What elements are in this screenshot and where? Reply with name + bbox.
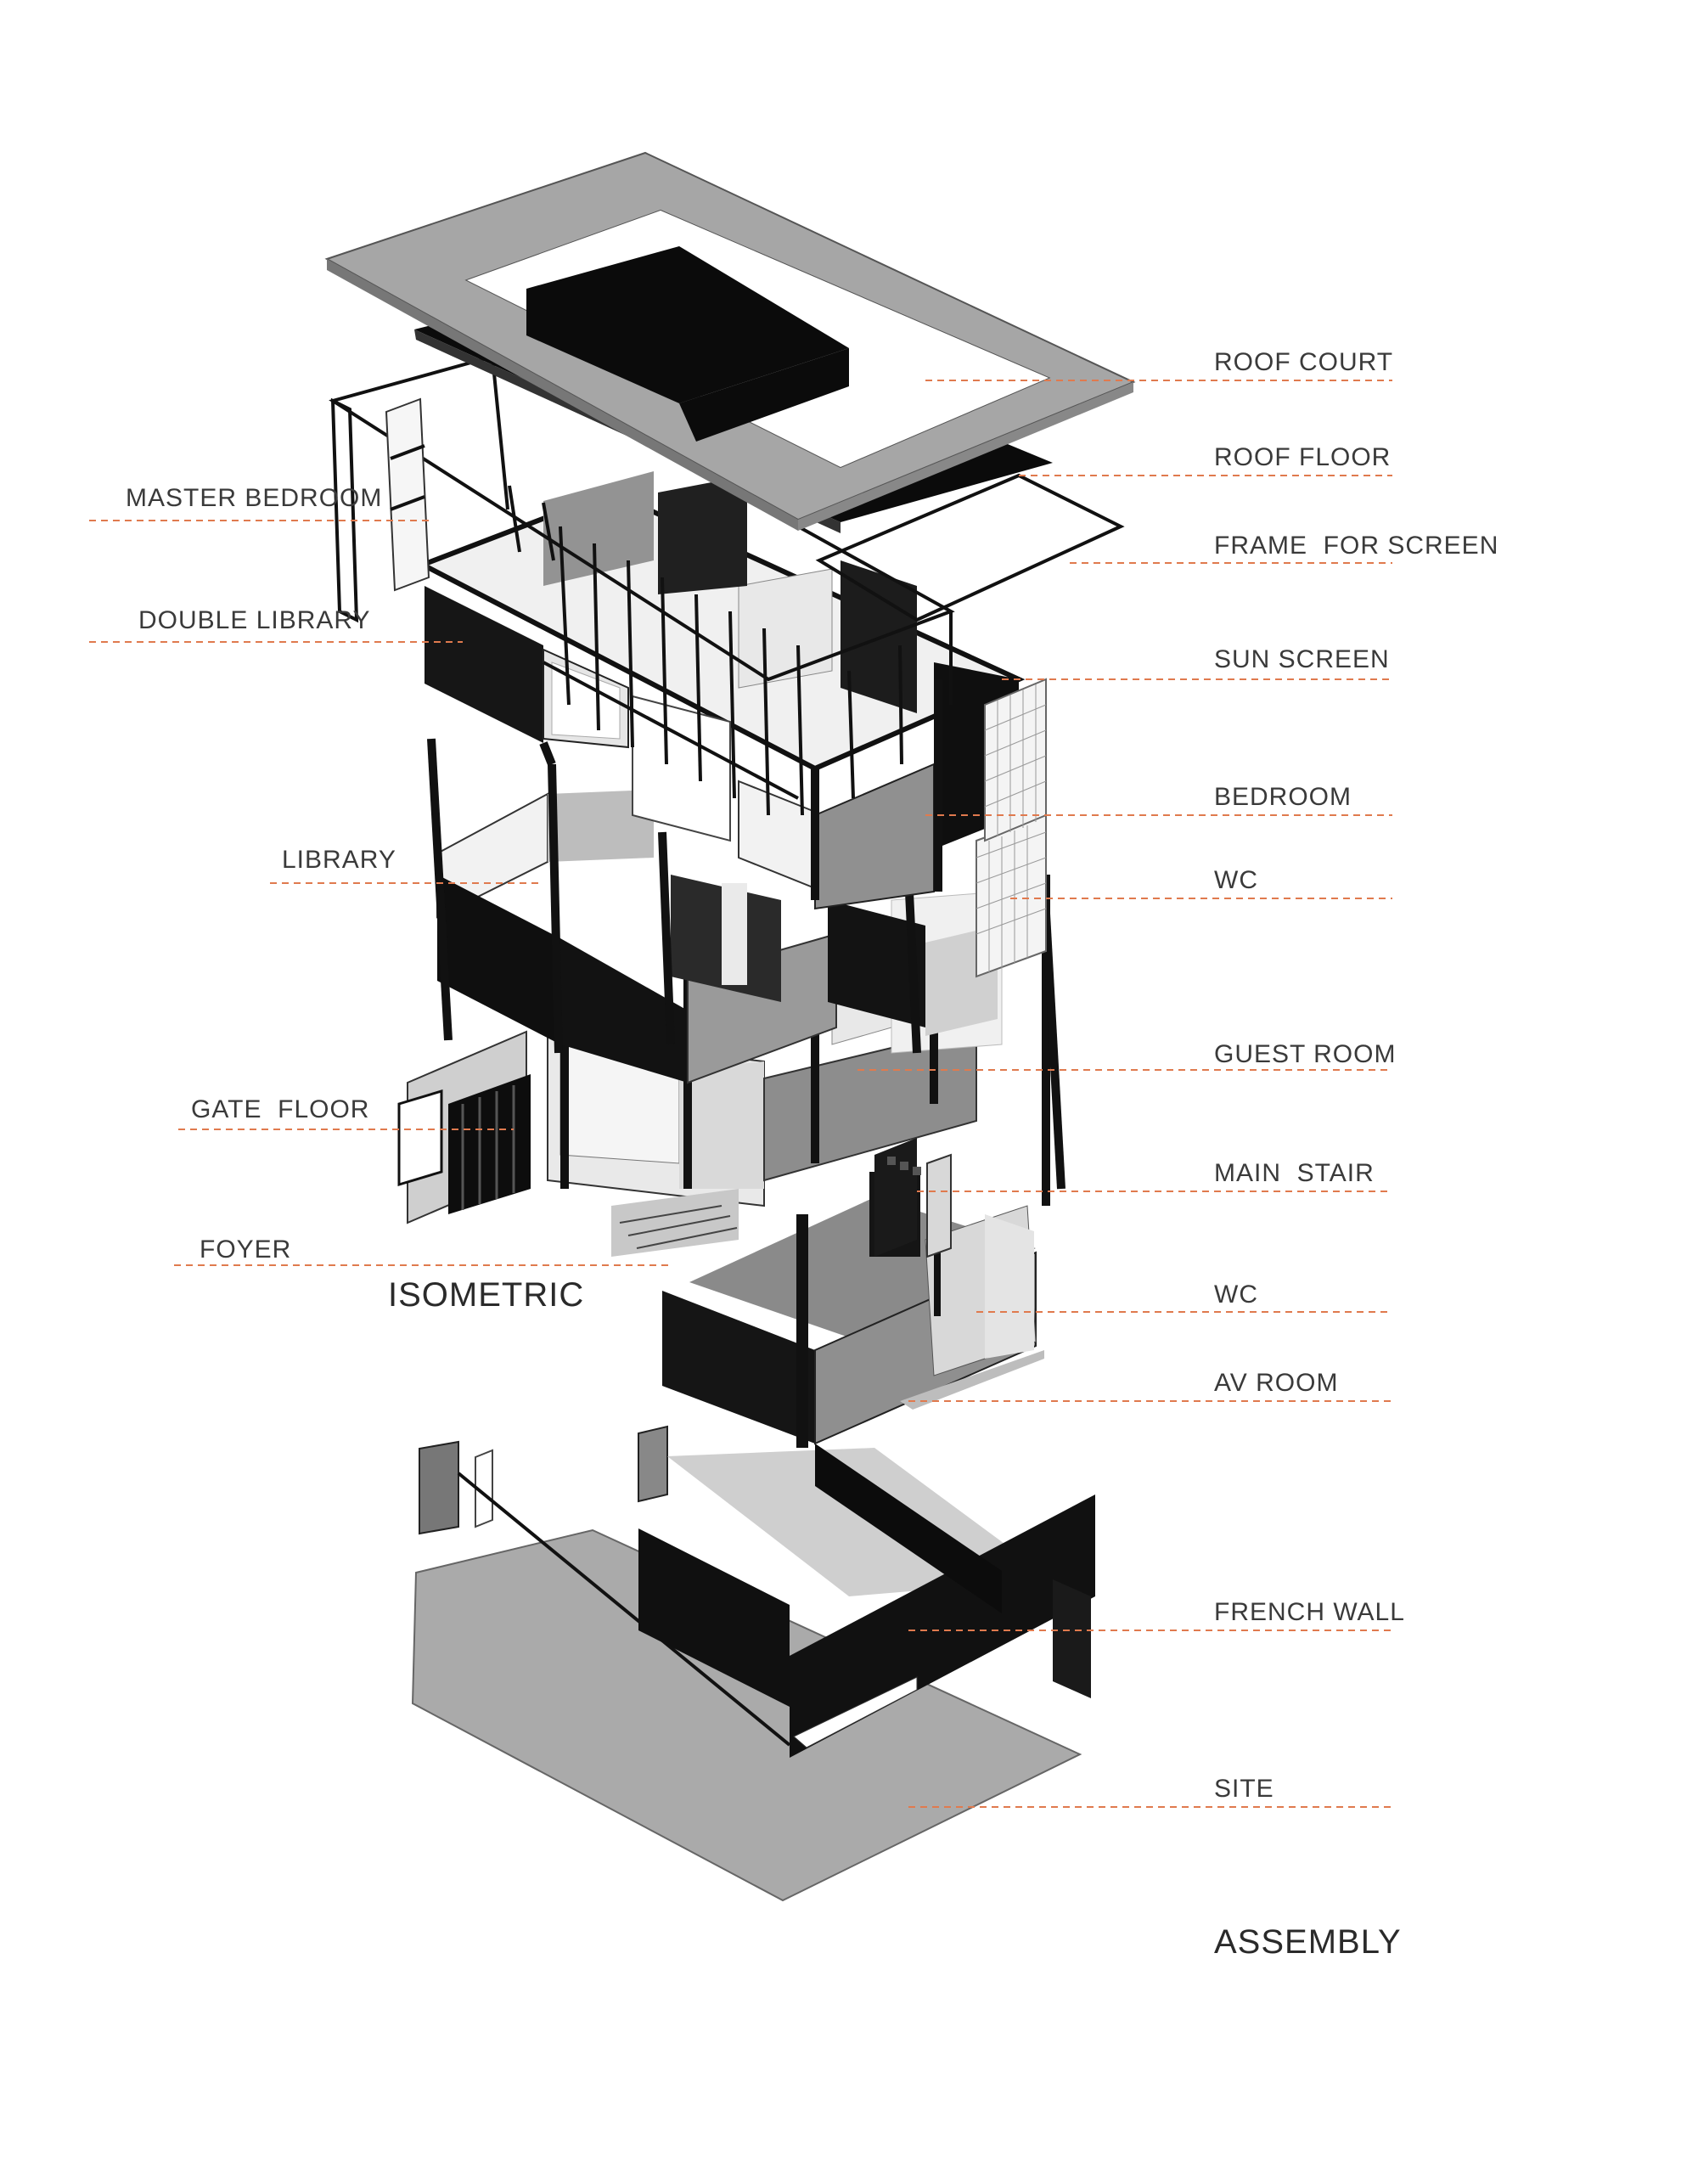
label-french-wall: FRENCH WALL xyxy=(1214,1598,1405,1626)
label-wc-lower: WC xyxy=(1214,1281,1258,1309)
label-guest-room: GUEST ROOM xyxy=(1214,1040,1397,1068)
label-sun-screen: SUN SCREEN xyxy=(1214,645,1390,673)
label-roof-floor: ROOF FLOOR xyxy=(1214,443,1392,471)
title-isometric: ISOMETRIC xyxy=(388,1276,585,1314)
label-gate-floor: GATE FLOOR xyxy=(191,1095,370,1123)
label-double-library: DOUBLE LIBRARY xyxy=(138,606,371,634)
label-av-room: AV ROOM xyxy=(1214,1369,1339,1397)
label-library: LIBRARY xyxy=(282,846,396,874)
label-foyer: FOYER xyxy=(200,1236,292,1264)
label-wc-upper: WC xyxy=(1214,866,1258,894)
label-frame-for-screen: FRAME FOR SCREEN xyxy=(1214,532,1499,560)
label-roof-court: ROOF COURT xyxy=(1214,348,1394,376)
bedroom-floor xyxy=(416,471,1047,910)
roof-court xyxy=(324,151,1136,531)
master-bedroom-frame xyxy=(329,354,955,816)
label-bedroom: BEDROOM xyxy=(1214,783,1352,811)
title-assembly: ASSEMBLY xyxy=(1214,1923,1402,1961)
french-wall xyxy=(419,1425,1095,1758)
label-master-bedroom: MASTER BEDROOM xyxy=(126,484,383,512)
label-site: SITE xyxy=(1214,1775,1274,1803)
label-main-stair: MAIN STAIR xyxy=(1214,1159,1375,1187)
leader-lines xyxy=(89,380,1392,1808)
frame-for-screen xyxy=(815,473,1125,622)
av-room-floor xyxy=(662,1172,1044,1448)
library-floor xyxy=(427,738,1065,1190)
